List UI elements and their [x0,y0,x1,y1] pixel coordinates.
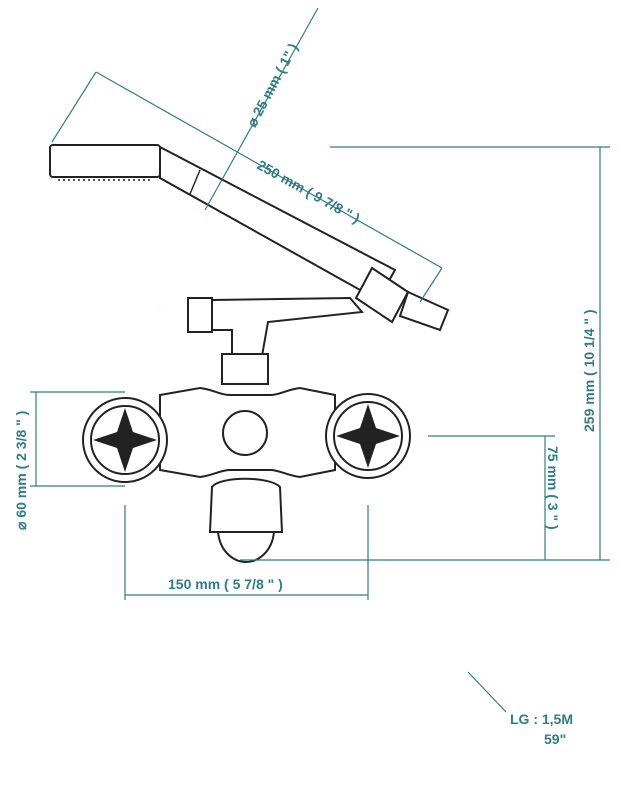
hose-length-label-line2: 59" [544,731,566,747]
width-150-label: 150 mm ( 5 7/8 " ) [168,576,283,592]
left-handle [82,397,168,483]
height-259-label: 259 mm ( 10 1/4 " ) [581,309,597,432]
shower-hose [65,305,494,779]
right-handle [325,393,411,479]
diameter-60-label: ⌀ 60 mm ( 2 3/8 " ) [13,411,29,530]
dimension-lines [30,7,610,713]
offset-75-label: 75 mm ( 3 " ) [545,446,561,530]
hose-length-label-line1: LG : 1,5M [510,711,573,727]
diameter-25-label: ⌀ 25 mm ( 1" ) [244,41,301,130]
mixer-body [159,296,364,564]
